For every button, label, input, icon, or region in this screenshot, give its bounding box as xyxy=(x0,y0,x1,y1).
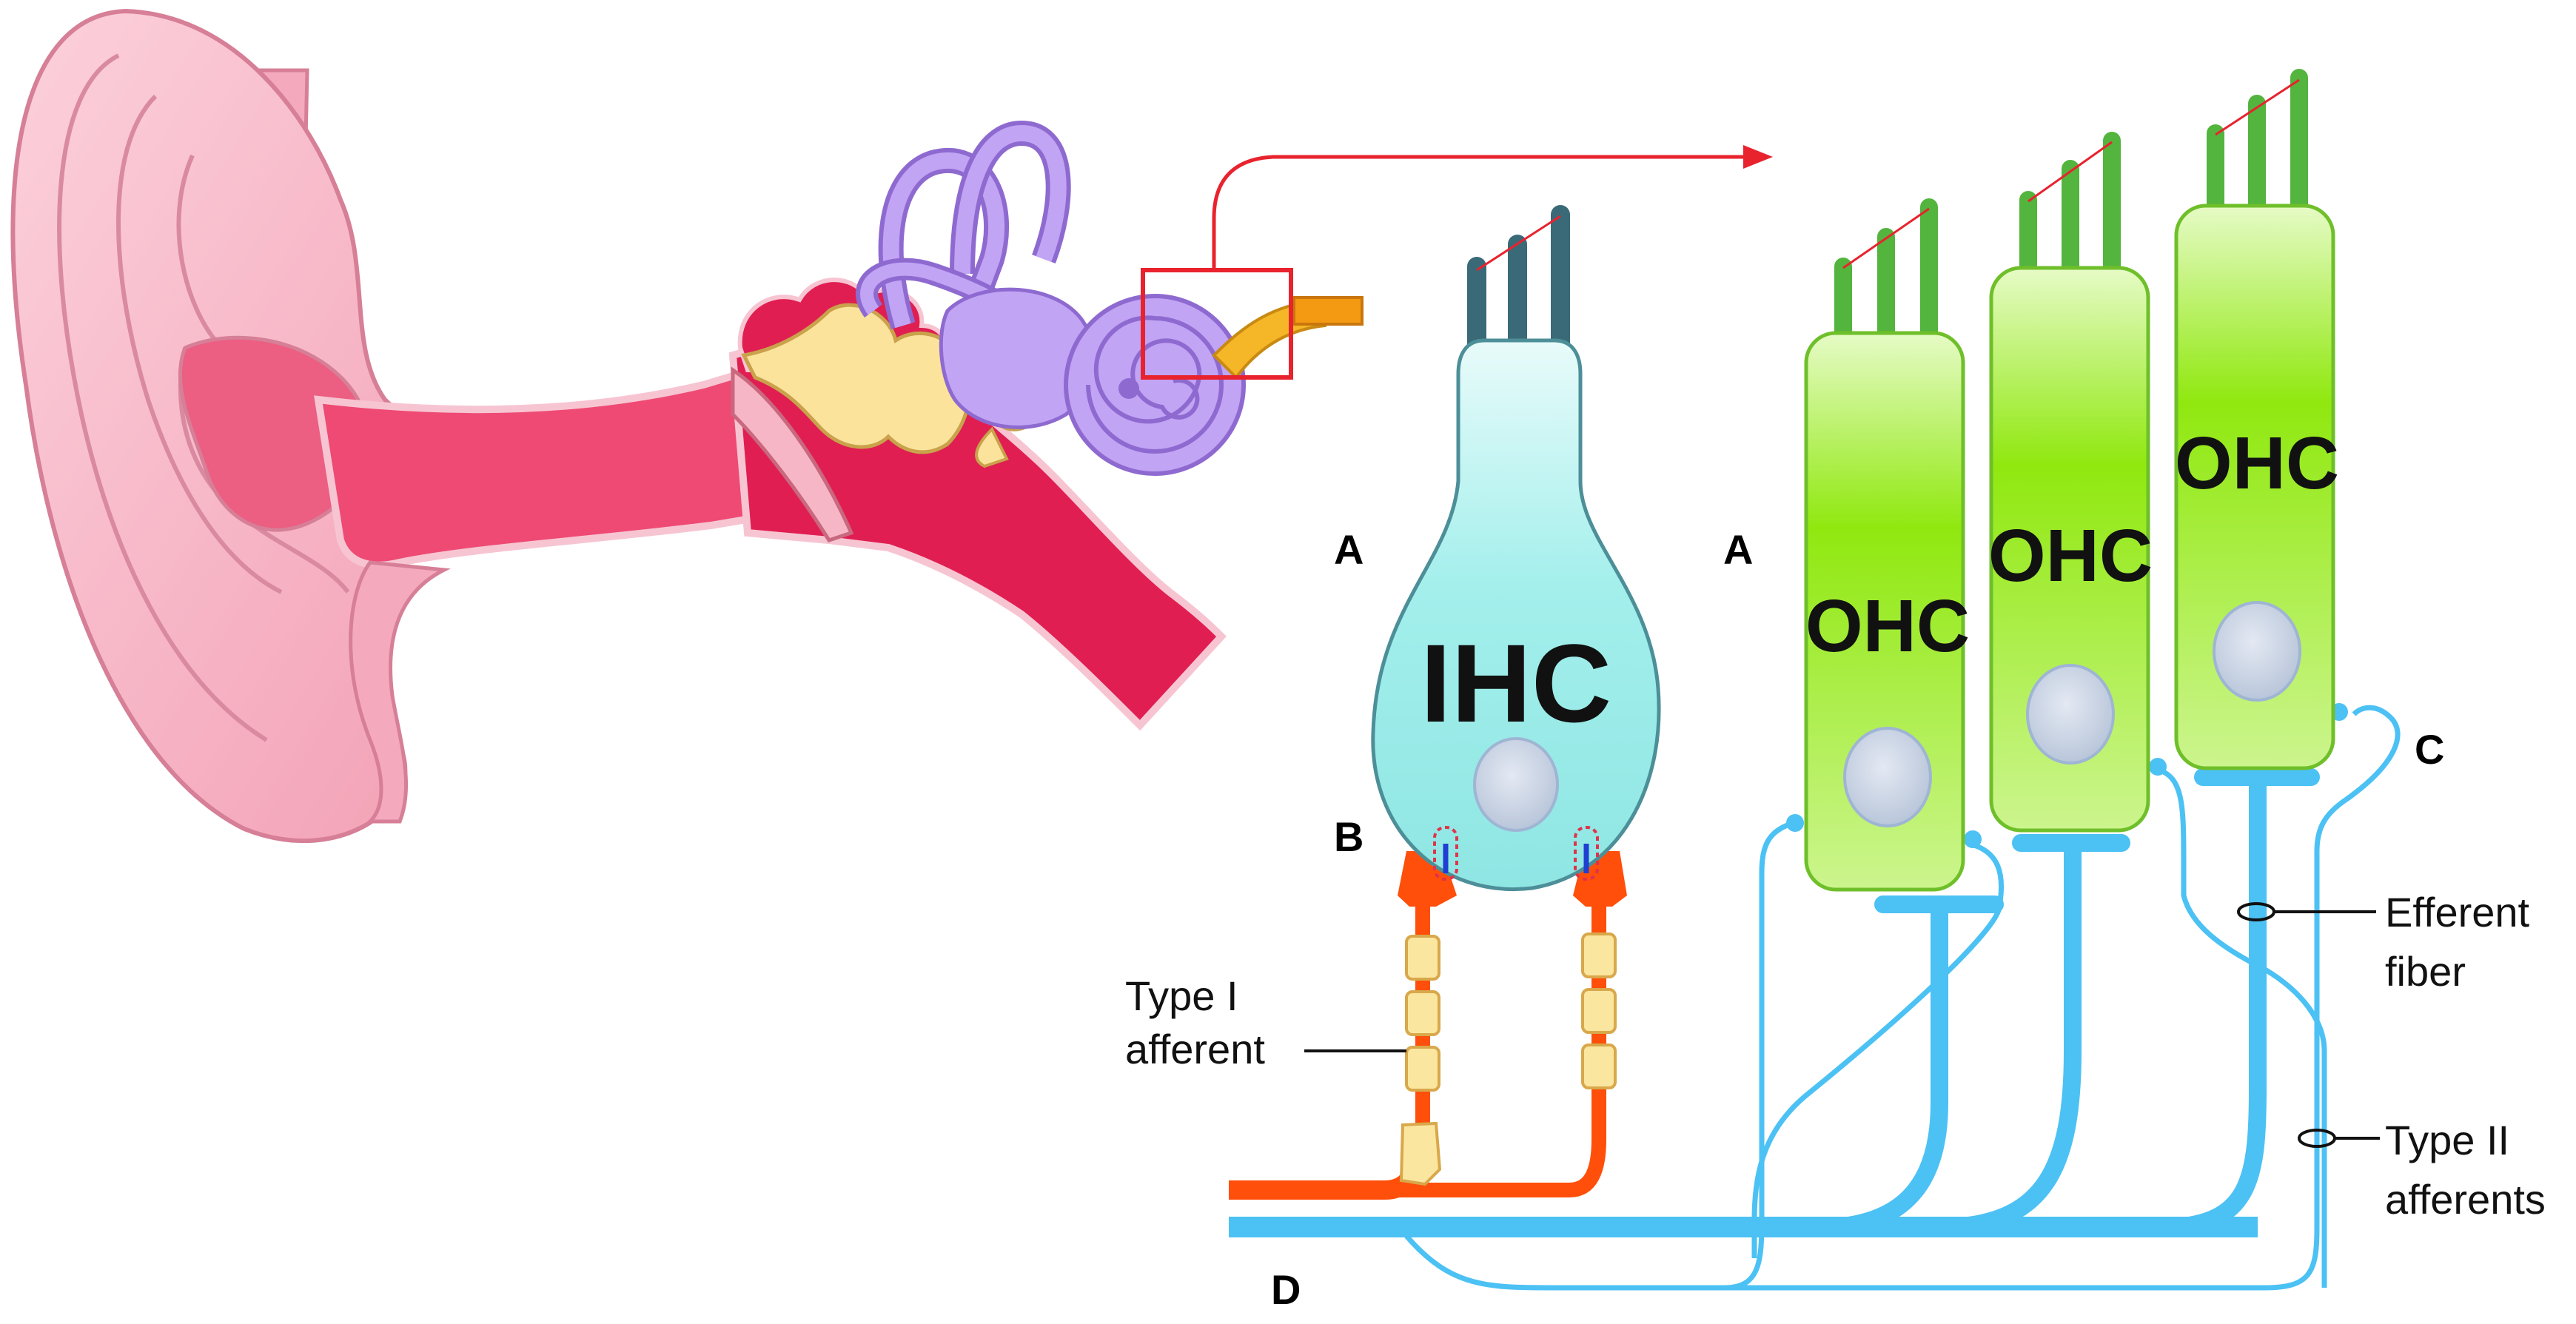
label-a-ihc: A xyxy=(1334,526,1364,573)
efferent-callout: Efferent fiber xyxy=(2237,889,2530,995)
efferent-label-line1: Efferent xyxy=(2385,889,2530,935)
ohc-label-1: OHC xyxy=(1805,585,1970,668)
label-a-ohc: A xyxy=(1723,526,1753,573)
ohc-label-2: OHC xyxy=(1988,514,2153,597)
type-i-callout: Type I afferent xyxy=(1125,972,1406,1072)
label-b: B xyxy=(1334,813,1364,860)
type-ii-label-line1: Type II xyxy=(2385,1117,2509,1163)
zoom-arrow-icon xyxy=(1212,145,1773,270)
inner-hair-cell: IHC xyxy=(1371,205,1661,891)
ihc-label: IHC xyxy=(1421,621,1611,745)
type-i-label-line2: afferent xyxy=(1125,1026,1265,1072)
type-i-label-line1: Type I xyxy=(1125,972,1238,1019)
type-ii-label-line2: afferents xyxy=(2385,1176,2546,1223)
outer-hair-cell-1: OHC xyxy=(1804,198,1970,892)
type-i-afferent-fibers xyxy=(1229,851,1627,1200)
outer-hair-cell-3: OHC xyxy=(2174,69,2339,770)
ohc-label-3: OHC xyxy=(2175,422,2339,505)
ihc-stereocilia xyxy=(1467,205,1570,361)
efferent-fibers xyxy=(1229,703,2348,1237)
ear-anatomy-icon xyxy=(10,8,1364,844)
label-c: C xyxy=(2415,726,2444,773)
type-ii-callout: Type II afferents xyxy=(2298,1117,2546,1223)
type-ii-afferent-fibers xyxy=(1404,705,2401,1291)
label-d: D xyxy=(1271,1266,1301,1313)
efferent-label-line2: fiber xyxy=(2385,948,2466,995)
outer-hair-cell-2: OHC xyxy=(1988,132,2153,833)
